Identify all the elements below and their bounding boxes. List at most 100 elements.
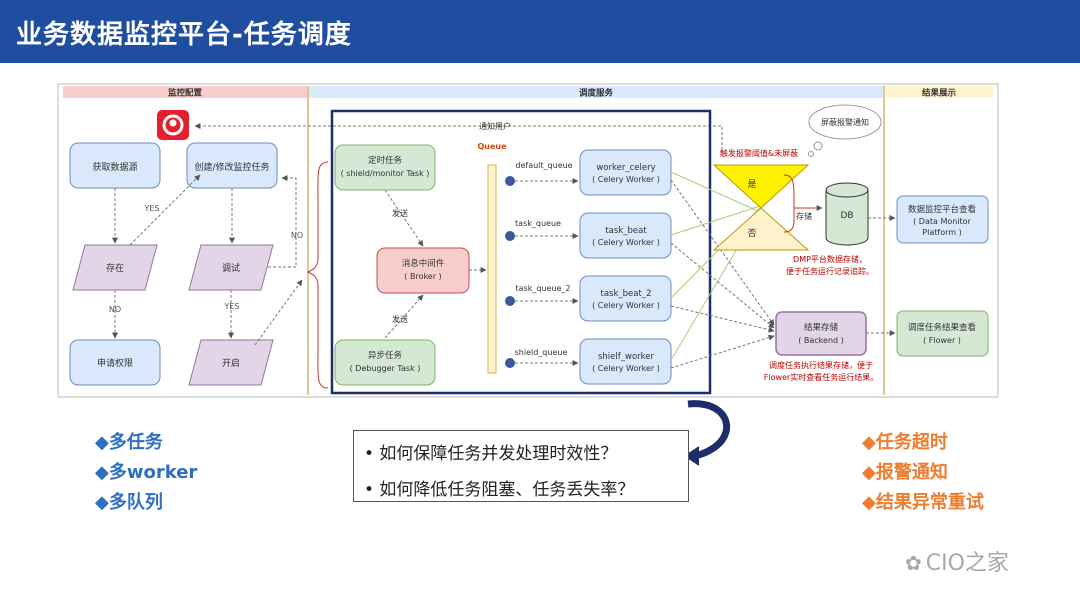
task-beat-node [579, 212, 672, 259]
result-storage-node [775, 311, 867, 356]
store-label: 存储 [796, 211, 812, 221]
send-label-1: 发送 [392, 208, 408, 218]
edge-worker-backend-4 [670, 334, 775, 369]
feature-item: ◆多worker [95, 462, 198, 483]
task-beat-2-node [579, 275, 672, 322]
title-bar: 业务数据监控平台-任务调度 [0, 0, 1080, 63]
dmp-note-2: 便于任务运行记录追踪。 [786, 266, 874, 276]
async-task-label-1: 异步任务 [368, 350, 403, 361]
exists-node [72, 244, 158, 291]
queue-label: Queue [477, 142, 507, 151]
worker-celery-label-1: worker_celery [596, 163, 655, 173]
shielf-worker-label-2: ( Celery Worker ) [592, 364, 660, 373]
feature-item: ◆多队列 [95, 492, 163, 513]
task-beat-label-1: task_beat [605, 226, 647, 236]
curved-arrow-shaft [687, 400, 730, 460]
enable-label: 开启 [222, 357, 240, 369]
broker-label-2: ( Broker ) [404, 272, 441, 281]
section-scheduler-label: 调度服务 [579, 88, 614, 99]
scheduler-bracket [306, 161, 329, 389]
db-cylinder [825, 182, 869, 246]
section-header-result [885, 86, 993, 98]
shield-notice-label: 屏蔽报警通知 [821, 117, 869, 127]
no-label-1: NO [109, 305, 121, 314]
shield-notice-cloud [808, 104, 882, 157]
feature-item: ◆多任务 [95, 432, 163, 453]
feature-list-left: ◆多任务 ◆多worker ◆多队列 [95, 428, 197, 518]
queue-dot-shield [505, 358, 515, 368]
page-title: 业务数据监控平台-任务调度 [16, 20, 352, 50]
create-task-label: 创建/修改监控任务 [194, 161, 269, 173]
timed-task-label-2: ( shield/monitor Task ) [341, 169, 430, 178]
section-header-monitor [63, 86, 307, 98]
yes-label-1: YES [143, 204, 159, 213]
shielf-worker-node [579, 338, 672, 385]
edge-async-broker [384, 294, 424, 339]
edge-worker-backend-3 [670, 305, 775, 333]
timed-task-label-1: 定时任务 [368, 155, 403, 166]
app-logo-ring [162, 114, 184, 136]
decision-yes-label: 是 [747, 179, 756, 190]
watermark-text: CIO之家 [925, 551, 1009, 576]
app-logo-dot [169, 119, 177, 127]
queue-dot-default [505, 176, 515, 186]
decision-no-shape [712, 207, 810, 251]
default-queue-label: default_queue [515, 161, 572, 170]
result-storage-label-1: 结果存储 [804, 322, 839, 333]
task-queue-label: task_queue [515, 219, 561, 228]
no-label-2: NO [291, 231, 303, 240]
feature-list-right: ◆任务超时 ◆报警通知 ◆结果异常重试 [862, 428, 984, 518]
debug-node [188, 244, 274, 291]
decision-yes-shape [712, 164, 810, 209]
apply-permission-label: 申请权限 [97, 357, 133, 369]
yes-label-2: YES [223, 302, 239, 311]
enable-node [188, 339, 274, 386]
flower-view-label-2: ( Flower ) [923, 336, 961, 345]
section-monitor-label: 监控配置 [168, 88, 203, 99]
exists-label: 存在 [106, 262, 124, 274]
feature-item: ◆报警通知 [862, 462, 948, 483]
shield-queue-label: shield_queue [515, 348, 568, 357]
dmp-note-1: DMP平台数据存储， [793, 254, 867, 264]
edge-notify-user [194, 123, 723, 150]
send-label-2: 发送 [392, 314, 408, 324]
section-result-label: 结果展示 [922, 88, 957, 99]
feature-item: ◆任务超时 [862, 432, 948, 453]
task-beat-2-label-1: task_beat_2 [601, 289, 652, 299]
wechat-icon: ✿ [905, 551, 922, 575]
edge-enable-scheduler [254, 279, 303, 346]
async-task-node [334, 339, 436, 386]
flower-view-label-1: 调度任务结果查看 [908, 322, 976, 333]
decision-no-label: 否 [747, 228, 756, 239]
notify-user-label: 通知用户 [479, 121, 511, 131]
broker-label-1: 消息中间件 [402, 258, 445, 269]
worker-celery-label-2: ( Celery Worker ) [592, 175, 660, 184]
db-label: DB [840, 211, 853, 221]
flower-view-node [896, 310, 989, 357]
question-1: • 如何保障任务并发处理时效性？ [364, 444, 618, 464]
apply-permission-node [69, 339, 161, 386]
get-datasource-label: 获取数据源 [92, 161, 137, 173]
queue-dot-task [505, 231, 515, 241]
edge-timed-broker [384, 189, 424, 247]
backend-note-1: 调度任务执行结果存储，便于 [769, 360, 873, 370]
data-monitor-view-node [896, 195, 989, 244]
question-2: • 如何降低任务阻塞、任务丢失率？ [364, 480, 635, 500]
backend-note-2: Flower实时查看任务运行结果。 [764, 372, 878, 382]
task-beat-label-2: ( Celery Worker ) [592, 238, 660, 247]
broker-node [376, 247, 470, 294]
edge-worker-backend-2 [670, 242, 775, 329]
scheduler-frame [330, 109, 712, 395]
async-task-label-2: ( Debugger Task ) [350, 364, 421, 373]
data-monitor-view-label-2: ( Data Monitor [913, 217, 971, 226]
timed-task-node [334, 144, 436, 191]
edge-debug-no-loop [268, 175, 297, 268]
trigger-label: 触发报警阈值&未屏蔽 [720, 148, 798, 158]
task-queue-2-label: task_queue_2 [516, 284, 571, 293]
edge-worker-decision-2 [670, 205, 761, 236]
section-header-scheduler [309, 86, 883, 98]
queue-bar [487, 164, 497, 374]
data-monitor-view-label-3: Platform ) [922, 228, 961, 237]
feature-item: ◆结果异常重试 [862, 492, 984, 513]
